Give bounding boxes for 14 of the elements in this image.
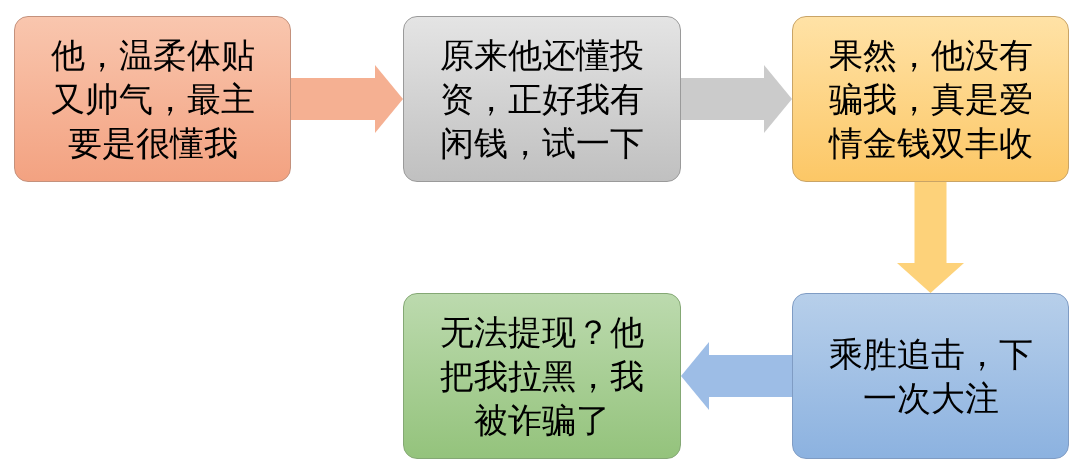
block-arrow [681,65,792,133]
block-arrow [681,342,792,410]
block-arrow [897,182,964,293]
process-box [403,293,681,459]
step-text: 乘胜追击，下一次大注 [827,333,1034,420]
step-text: 无法提现？他把我拉黑，我被诈骗了 [439,311,645,442]
step-text: 原来他还懂投资，正好我有闲钱，试一下 [439,34,645,165]
process-box [14,16,291,182]
step-text: 他，温柔体贴又帅气，最主要是很懂我 [49,34,256,165]
process-box [792,16,1069,182]
process-box [792,293,1069,459]
block-arrow [291,65,403,133]
step-text: 果然，他没有骗我，真是爱情金钱双丰收 [827,34,1034,165]
process-box [403,16,681,182]
